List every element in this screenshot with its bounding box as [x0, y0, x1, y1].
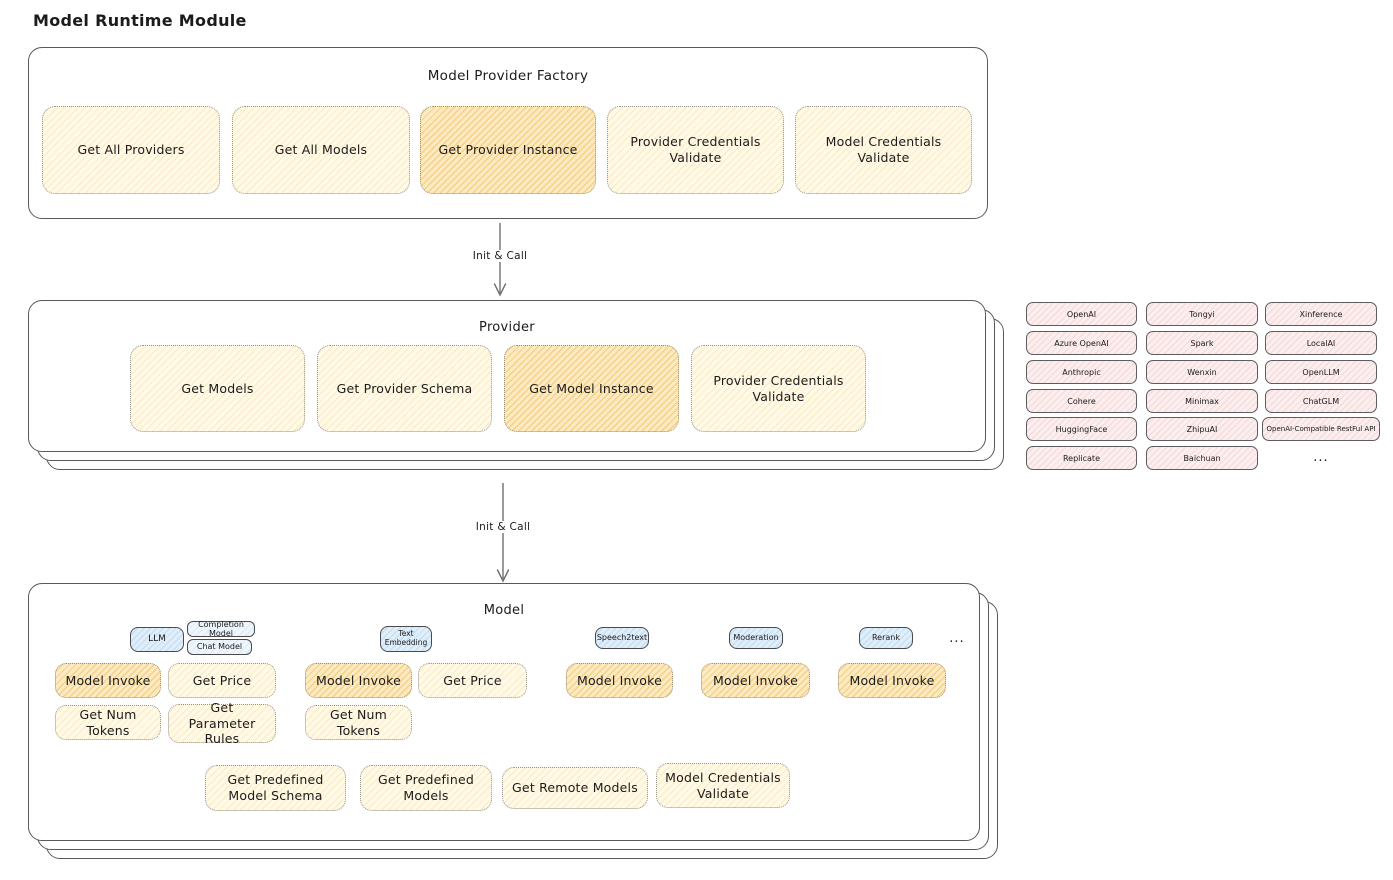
tab-rerank: Rerank: [859, 627, 913, 649]
model-op-get-predefined-model-schema: Get Predefined Model Schema: [205, 765, 346, 811]
vendor-zhipuai: ZhipuAI: [1146, 417, 1258, 441]
tab-completion-model: Completion Model: [187, 620, 255, 638]
llm-op-model-invoke: Model Invoke: [55, 663, 161, 698]
rerank-op-model-invoke: Model Invoke: [838, 663, 946, 698]
vendor-openai-compatible-restful-api: OpenAI-Compatible RestFul API: [1262, 417, 1380, 441]
provider-op-get-models: Get Models: [130, 345, 305, 432]
vendor-cohere: Cohere: [1026, 389, 1137, 413]
factory-op-get-all-models: Get All Models: [232, 106, 410, 194]
vendor-replicate: Replicate: [1026, 446, 1137, 470]
speech2text-op-model-invoke: Model Invoke: [566, 663, 673, 698]
vendor-xinference: Xinference: [1265, 302, 1377, 326]
llm-op-get-num-tokens: Get Num Tokens: [55, 705, 161, 740]
factory-op-provider-credentials-validate: Provider Credentials Validate: [607, 106, 784, 194]
vendor-localai: LocalAI: [1265, 331, 1377, 355]
factory-op-get-all-providers: Get All Providers: [42, 106, 220, 194]
provider-title: Provider: [479, 320, 535, 335]
init-call-label-1: Init & Call: [455, 250, 545, 262]
text-embedding-op-get-price: Get Price: [418, 663, 527, 698]
text-embedding-op-get-num-tokens: Get Num Tokens: [305, 705, 412, 740]
vendor-openai: OpenAI: [1026, 302, 1137, 326]
vendor-baichuan: Baichuan: [1146, 446, 1258, 470]
vendor-tongyi: Tongyi: [1146, 302, 1258, 326]
factory-op-get-provider-instance: Get Provider Instance: [420, 106, 596, 194]
llm-op-get-parameter-rules: Get Parameter Rules: [168, 700, 276, 746]
model-op-model-credentials-validate: Model Credentials Validate: [656, 763, 790, 808]
text-embedding-op-model-invoke: Model Invoke: [305, 663, 412, 698]
model-op-get-remote-models: Get Remote Models: [502, 767, 648, 809]
provider-op-get-model-instance: Get Model Instance: [504, 345, 679, 432]
vendor-chatglm: ChatGLM: [1265, 389, 1377, 413]
provider-op-get-provider-schema: Get Provider Schema: [317, 345, 492, 432]
vendor-wenxin: Wenxin: [1146, 360, 1258, 384]
vendor-anthropic: Anthropic: [1026, 360, 1137, 384]
vendor-more-ellipsis: ...: [1313, 450, 1329, 465]
llm-op-get-price: Get Price: [168, 663, 276, 698]
tab-llm: LLM: [130, 627, 184, 652]
tab-moderation: Moderation: [729, 627, 783, 649]
page-title: Model Runtime Module: [33, 11, 247, 30]
vendor-openllm: OpenLLM: [1265, 360, 1377, 384]
vendor-minimax: Minimax: [1146, 389, 1258, 413]
vendor-huggingface: HuggingFace: [1026, 417, 1137, 441]
model-tabs-more-ellipsis: ...: [949, 631, 965, 646]
init-call-arrow-2: [496, 483, 510, 583]
vendor-azure-openai: Azure OpenAI: [1026, 331, 1137, 355]
model-op-get-predefined-models: Get Predefined Models: [360, 765, 492, 811]
model-title: Model: [483, 603, 525, 618]
tab-text-embedding: Text Embedding: [380, 626, 432, 652]
vendor-spark: Spark: [1146, 331, 1258, 355]
tab-speech2text: Speech2text: [595, 627, 649, 649]
factory-op-model-credentials-validate: Model Credentials Validate: [795, 106, 972, 194]
init-call-label-2: Init & Call: [458, 521, 548, 533]
tab-chat-model: Chat Model: [187, 639, 252, 655]
moderation-op-model-invoke: Model Invoke: [701, 663, 810, 698]
provider-op-provider-credentials-validate: Provider Credentials Validate: [691, 345, 866, 432]
factory-title: Model Provider Factory: [427, 68, 589, 84]
